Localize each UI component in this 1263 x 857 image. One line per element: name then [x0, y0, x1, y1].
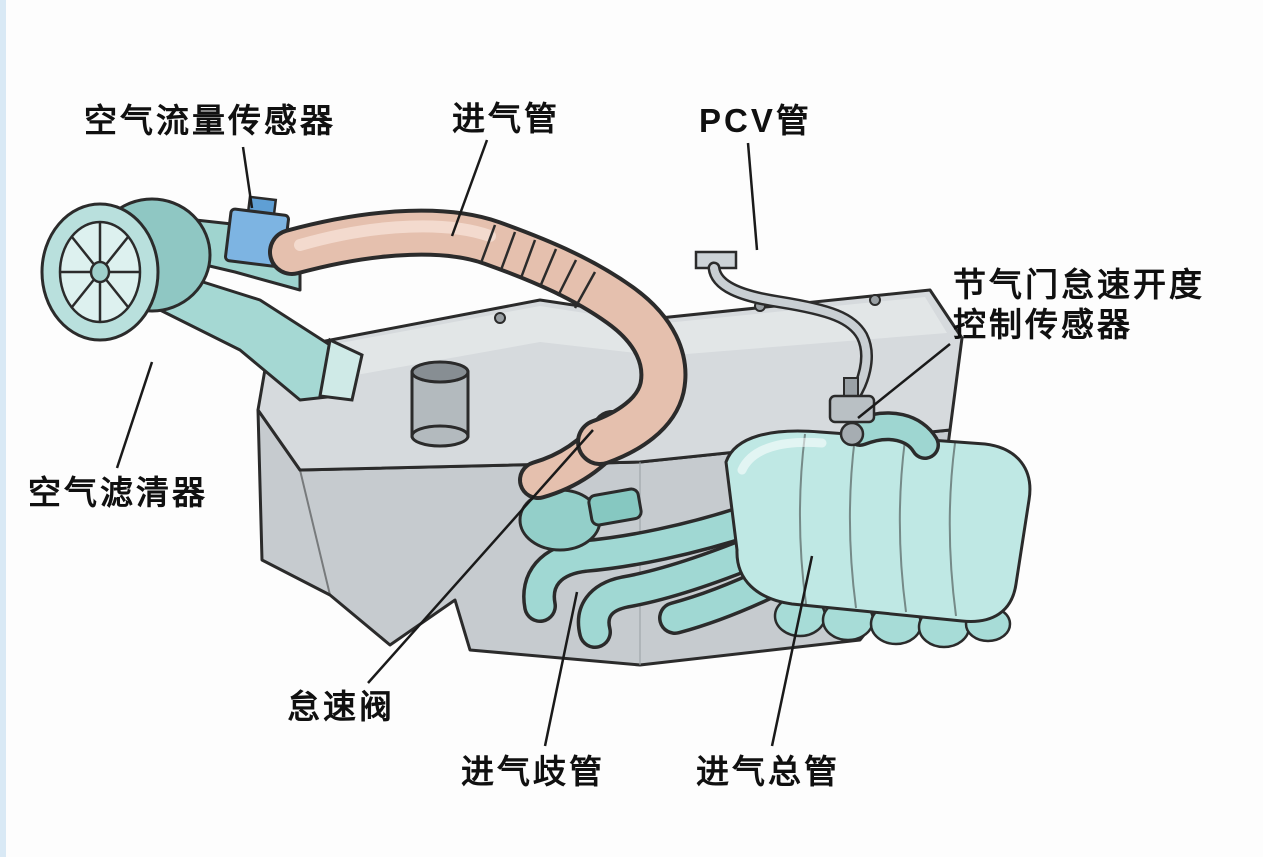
plenum-highlight [737, 437, 827, 475]
label-intake-plenum: 进气总管 [696, 752, 840, 792]
label-intake-plenum-text: 进气总管 [696, 753, 840, 790]
leader-throttle-idle-sensor [857, 343, 951, 419]
label-intake-manifold: 进气歧管 [461, 752, 605, 792]
pipe-corrugation [479, 224, 597, 309]
sensor-knob [839, 421, 865, 447]
pipe-fill [272, 212, 684, 462]
plenum-rib [848, 436, 857, 609]
air-filter-assembly [40, 197, 364, 402]
label-air-filter: 空气滤清器 [28, 473, 208, 513]
intake-runners [522, 503, 807, 649]
label-idle-valve: 怠速阀 [287, 687, 395, 727]
leader-air-filter [115, 361, 154, 469]
label-intake-manifold-text: 进气歧管 [461, 753, 605, 790]
leader-idle-valve [367, 429, 594, 684]
leader-intake-manifold [543, 591, 579, 747]
pcv-tube [710, 264, 871, 406]
label-pcv-pipe-text: PCV管 [699, 102, 812, 139]
intake-pipe-body [268, 208, 688, 466]
cover-bolt [869, 294, 881, 306]
throttle-to-plenum [848, 414, 937, 457]
cylinder-top [410, 360, 470, 384]
cylinder-base [410, 424, 470, 448]
plenum-rib [798, 433, 807, 605]
duct-flange [318, 337, 364, 402]
leader-air-flow-sensor [241, 146, 254, 209]
label-pcv-pipe: PCV管 [699, 101, 812, 141]
label-throttle-idle-sensor-line1: 节气门怠速开度 [953, 266, 1205, 303]
leader-pcv-pipe [746, 142, 759, 251]
pipe-highlight [294, 220, 496, 251]
label-throttle-idle-sensor-line2: 控制传感器 [953, 306, 1133, 343]
label-air-flow-sensor: 空气流量传感器 [84, 101, 336, 141]
label-air-filter-text: 空气滤清器 [28, 474, 208, 511]
plenum-rib [948, 442, 957, 617]
label-throttle-idle-sensor: 节气门怠速开度 控制传感器 [953, 265, 1205, 345]
throttle-idle-sensor-body [828, 377, 940, 460]
left-edge-strip [0, 0, 6, 857]
label-idle-valve-text: 怠速阀 [287, 688, 395, 725]
idle-valve-cylinder [587, 487, 643, 527]
label-air-flow-sensor-text: 空气流量传感器 [84, 102, 336, 139]
label-intake-pipe-text: 进气管 [452, 100, 560, 137]
intake-plenum-body [724, 429, 1032, 649]
pcv-pipe-body [694, 250, 873, 409]
plenum-rib [898, 439, 907, 613]
cover-bolt [494, 312, 506, 324]
plenum-shell [724, 429, 1032, 623]
sensor-bolt [843, 377, 859, 397]
filter-hub [89, 260, 111, 284]
label-intake-pipe: 进气管 [452, 99, 560, 139]
leader-intake-pipe [450, 139, 489, 237]
leader-intake-plenum [770, 555, 814, 747]
leader-lines [115, 139, 951, 747]
oil-filter-cylinder [410, 360, 470, 448]
engine-cover-top-face [292, 297, 947, 384]
block-seam [299, 469, 331, 596]
